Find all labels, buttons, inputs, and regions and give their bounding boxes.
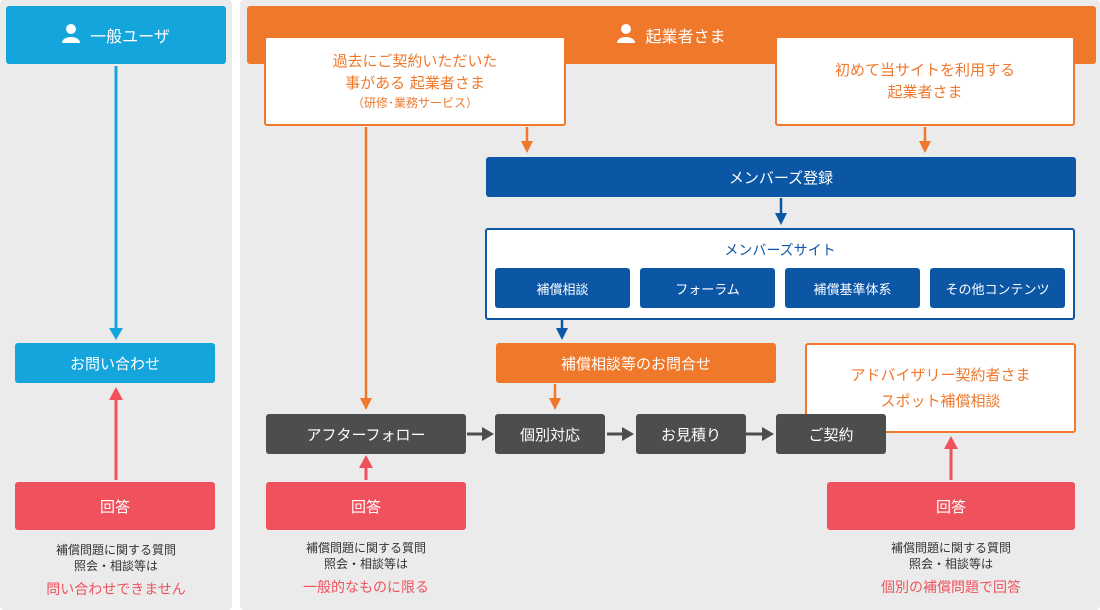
arrow-user-to-inquiry <box>109 66 123 340</box>
arrow-flow-2 <box>607 427 634 441</box>
past-client-line-3: （研修･業務サービス） <box>351 96 478 110</box>
first-time-box: 初めて当サイトを利用する 起業者さま <box>775 36 1075 126</box>
note-line-1-left: 補償問題に関する質問 <box>55 543 176 557</box>
advisory-line-2: スポット補償相談 <box>880 392 1001 410</box>
arrow-answer-to-afterfollow <box>359 455 373 480</box>
members-item-label: フォーラム <box>675 282 740 298</box>
answer-label-left: 回答 <box>99 497 130 516</box>
members-item-consult[interactable]: 補償相談 <box>495 268 630 308</box>
general-user-header: 一般ユーザ <box>6 6 226 64</box>
note-line-1-mid: 補償問題に関する質問 <box>305 541 426 555</box>
arrow-registration-to-site <box>775 198 787 225</box>
answer-note-left: 補償問題に関する質問 照会・相談等は 問い合わせできません <box>0 542 232 598</box>
past-client-box: 過去にご契約いただいた 事がある 起業者さま （研修･業務サービス） <box>264 36 566 126</box>
note-line-1-right: 補償問題に関する質問 <box>890 541 1011 555</box>
person-icon <box>62 23 81 47</box>
arrow-flow-3 <box>746 427 774 441</box>
answer-box-mid: 回答 <box>266 482 466 530</box>
members-item-forum[interactable]: フォーラム <box>640 268 775 308</box>
members-item-other-content[interactable]: その他コンテンツ <box>930 268 1065 308</box>
flow-label: 個別対応 <box>519 425 580 444</box>
arrow-flow-1 <box>467 427 494 441</box>
arrow-answer-to-advisory <box>944 436 958 480</box>
members-item-label: 補償相談 <box>536 282 589 298</box>
person-icon <box>617 23 636 47</box>
note-line-2-left: 照会・相談等は <box>73 559 158 573</box>
note-emphasis-right: 個別の補償問題で回答 <box>881 580 1021 596</box>
members-item-standards[interactable]: 補償基準体系 <box>785 268 920 308</box>
entrepreneur-label: 起業者さま <box>645 27 726 46</box>
members-item-label: 補償基準体系 <box>813 282 892 298</box>
advisory-line-1: アドバイザリー契約者さま <box>850 366 1031 384</box>
consult-inquiry-label: 補償相談等のお問合せ <box>560 354 711 373</box>
inquiry-label: お問い合わせ <box>69 354 160 373</box>
inquiry-box: お問い合わせ <box>15 343 215 383</box>
general-user-label: 一般ユーザ <box>90 27 170 46</box>
arrow-past-to-registration <box>521 127 533 153</box>
members-site-title: メンバーズサイト <box>724 243 836 259</box>
note-emphasis-left: 問い合わせできません <box>46 582 186 598</box>
note-line-2-mid: 照会・相談等は <box>323 557 408 571</box>
consult-inquiry-box: 補償相談等のお問合せ <box>496 343 776 383</box>
answer-note-mid: 補償問題に関する質問 照会・相談等は 一般的なものに限る <box>246 540 486 596</box>
flow-individual: 個別対応 <box>495 414 605 454</box>
flow-label: お見積り <box>660 425 721 444</box>
flow-contract: ご契約 <box>776 414 886 454</box>
members-item-label: その他コンテンツ <box>945 282 1050 298</box>
answer-box-left: 回答 <box>15 482 215 530</box>
answer-label-mid: 回答 <box>350 497 381 516</box>
arrow-inquiry-to-individual <box>549 384 561 410</box>
member-registration-label: メンバーズ登録 <box>728 168 834 187</box>
past-client-line-1: 過去にご契約いただいた <box>332 52 498 70</box>
flow-after-follow: アフターフォロー <box>266 414 466 454</box>
first-time-line-1: 初めて当サイトを利用する <box>834 61 1015 79</box>
first-time-line-2: 起業者さま <box>887 83 963 101</box>
past-client-line-2: 事がある 起業者さま <box>345 74 485 92</box>
flow-estimate: お見積り <box>636 414 746 454</box>
answer-label-right: 回答 <box>935 497 966 516</box>
arrow-answer-to-inquiry-left <box>109 387 123 480</box>
arrow-first-to-registration <box>919 127 931 153</box>
answer-box-right: 回答 <box>827 482 1075 530</box>
arrow-past-to-afterfollow <box>360 127 372 410</box>
note-emphasis-mid: 一般的なものに限る <box>303 580 429 596</box>
flow-label: アフターフォロー <box>306 425 426 444</box>
member-registration-button[interactable]: メンバーズ登録 <box>486 157 1076 197</box>
flow-label: ご契約 <box>808 425 854 444</box>
note-line-2-right: 照会・相談等は <box>908 557 993 571</box>
answer-note-right: 補償問題に関する質問 照会・相談等は 個別の補償問題で回答 <box>831 540 1071 596</box>
